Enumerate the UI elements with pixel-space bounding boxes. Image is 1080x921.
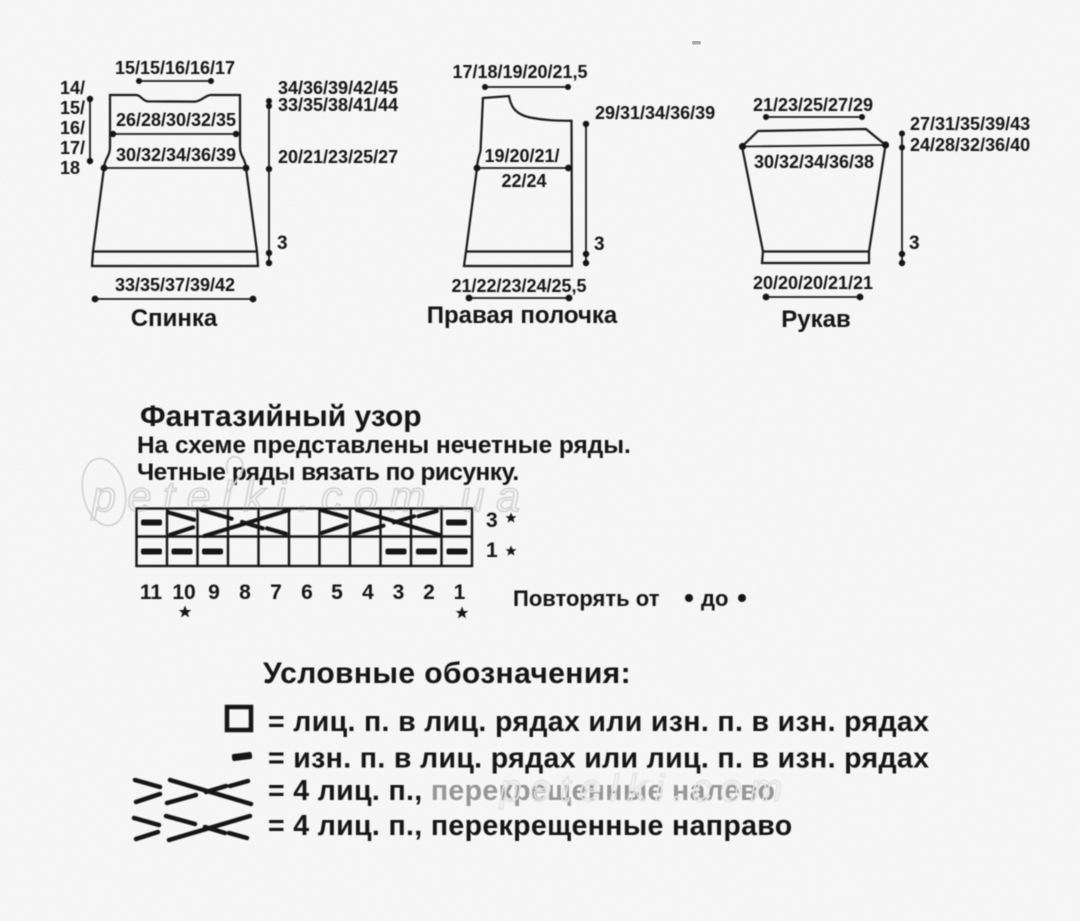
svg-text:На схеме представлены нечетные: На схеме представлены нечетные ряды.: [137, 432, 631, 459]
svg-text:Условные обозначения:: Условные обозначения:: [263, 657, 631, 690]
svg-text:= 4 лиц. п., перекрещенные нал: = 4 лиц. п., перекрещенные налево: [268, 775, 775, 807]
svg-text:petelki.com: petelki.com: [499, 768, 791, 810]
svg-text:2: 2: [423, 581, 435, 604]
svg-text:3: 3: [486, 509, 498, 532]
svg-text:Фантазийный узор: Фантазийный узор: [140, 400, 422, 433]
svg-text:Четные ряды вязать по рисунку.: Четные ряды вязать по рисунку.: [137, 459, 519, 486]
svg-text:= лиц. п. в лиц. рядах или изн: = лиц. п. в лиц. рядах или изн. п. в изн…: [268, 706, 929, 738]
svg-text:27/31/35/39/43: 27/31/35/39/43: [910, 114, 1030, 134]
svg-text:14/: 14/: [60, 78, 85, 98]
svg-text:8: 8: [239, 581, 251, 604]
svg-text:= изн. п. в лиц. рядах или лиц: = изн. п. в лиц. рядах или лиц. п. в изн…: [268, 743, 929, 775]
svg-text:3: 3: [909, 233, 920, 254]
svg-text:18: 18: [60, 158, 80, 178]
svg-text:до: до: [701, 586, 728, 611]
svg-text:5: 5: [331, 581, 343, 604]
svg-text:22/24: 22/24: [501, 171, 546, 191]
svg-text:26/28/30/32/35: 26/28/30/32/35: [116, 110, 236, 130]
svg-text:20/21/23/25/27: 20/21/23/25/27: [278, 147, 398, 167]
svg-text:3: 3: [594, 234, 605, 255]
svg-text:17/18/19/20/21,5: 17/18/19/20/21,5: [452, 62, 587, 82]
svg-text:7: 7: [270, 581, 282, 604]
svg-text:= 4 лиц. п., перекрещенные нап: = 4 лиц. п., перекрещенные направо: [268, 810, 793, 842]
svg-text:11: 11: [140, 581, 163, 604]
svg-text:1: 1: [454, 581, 466, 604]
svg-text:1: 1: [486, 539, 498, 562]
svg-text:24/28/32/36/40: 24/28/32/36/40: [910, 135, 1030, 155]
svg-text:4: 4: [362, 581, 374, 604]
svg-text:30/32/34/36/39: 30/32/34/36/39: [116, 145, 236, 165]
svg-text:15/: 15/: [60, 98, 85, 118]
svg-text:17/: 17/: [60, 138, 85, 158]
svg-text:15/15/16/16/17: 15/15/16/16/17: [115, 58, 235, 78]
svg-text:29/31/34/36/39: 29/31/34/36/39: [595, 103, 715, 123]
svg-text:21/23/25/27/29: 21/23/25/27/29: [753, 95, 873, 115]
svg-text:21/22/23/24/25,5: 21/22/23/24/25,5: [451, 276, 586, 296]
svg-text:10: 10: [172, 581, 195, 604]
svg-text:33/35/37/39/42: 33/35/37/39/42: [115, 275, 235, 295]
svg-text:Повторять от: Повторять от: [513, 586, 660, 611]
svg-text:petelki.com.ua: petelki.com.ua: [90, 473, 532, 521]
svg-text:Рукав: Рукав: [781, 306, 850, 333]
svg-text:3: 3: [277, 233, 288, 254]
svg-text:3: 3: [393, 581, 405, 604]
svg-text:6: 6: [301, 581, 313, 604]
svg-text:Спинка: Спинка: [131, 305, 218, 332]
svg-text:30/32/34/36/38: 30/32/34/36/38: [754, 152, 874, 172]
svg-text:19/20/21/: 19/20/21/: [484, 146, 559, 166]
svg-text:16/: 16/: [60, 118, 85, 138]
svg-text:33/35/38/41/44: 33/35/38/41/44: [278, 95, 398, 115]
svg-text:34/36/39/42/45: 34/36/39/42/45: [278, 78, 398, 98]
svg-text:20/20/20/21/21: 20/20/20/21/21: [753, 273, 873, 293]
svg-text:9: 9: [208, 581, 220, 604]
svg-text:Правая полочка: Правая полочка: [427, 302, 618, 329]
